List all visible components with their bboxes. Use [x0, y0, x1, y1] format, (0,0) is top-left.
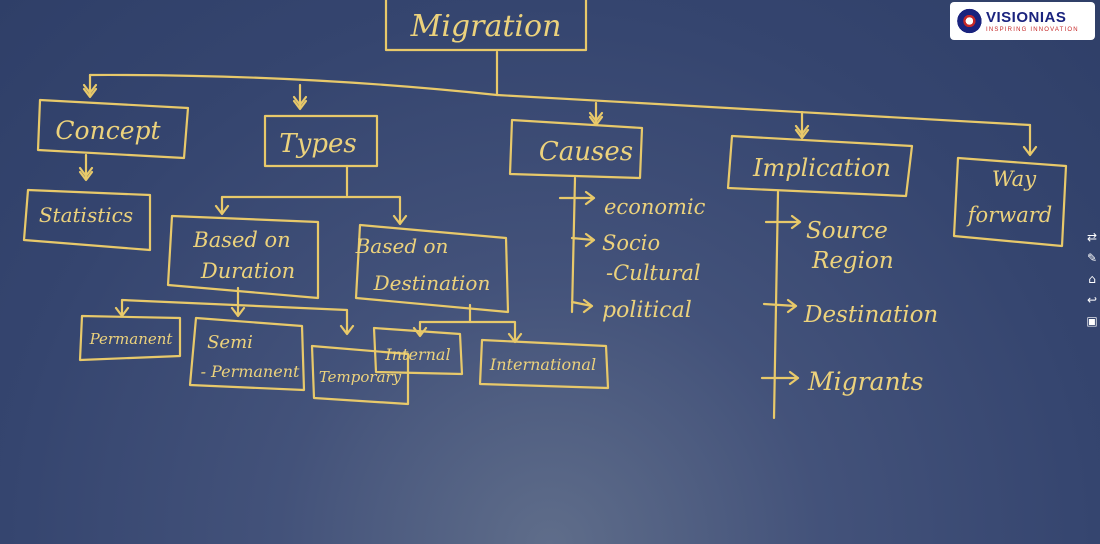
- screen-icon[interactable]: ▣: [1086, 314, 1098, 328]
- eye-logo-icon: [954, 8, 982, 34]
- brand-tagline: INSPIRING INNOVATION: [986, 26, 1079, 33]
- node-way-forward-line2: forward: [966, 203, 1052, 227]
- node-box-permanent: [78, 314, 182, 362]
- node-way-forward-line1: Way: [992, 167, 1037, 191]
- logo-text: VISIONIAS INSPIRING INNOVATION: [986, 10, 1079, 33]
- node-migration: Migration: [410, 9, 562, 44]
- node-based-on-duration-line1: Based on: [192, 228, 290, 252]
- node-semi-permanent-line1: Semi: [207, 332, 253, 353]
- connector-destination: [412, 303, 523, 344]
- connector-types: [214, 164, 408, 226]
- node-international: International: [489, 355, 596, 374]
- node-box-migration: [384, 0, 588, 52]
- node-types: Types: [279, 129, 356, 159]
- node-internal: Internal: [384, 345, 450, 364]
- pen-icon[interactable]: ✎: [1086, 251, 1098, 265]
- node-box-semi-permanent: [188, 316, 306, 392]
- arrow-to-causes: [588, 101, 604, 127]
- node-statistics: Statistics: [39, 203, 133, 227]
- node-causes: Causes: [539, 137, 633, 167]
- link-icon[interactable]: ⇄: [1086, 230, 1098, 244]
- node-based-on-destination-line2: Destination: [373, 271, 491, 295]
- connector-implication: [760, 190, 802, 420]
- node-box-statistics: [22, 188, 152, 252]
- node-implication: Implication: [752, 154, 891, 182]
- node-box-concept: [36, 98, 190, 160]
- implication-destination: Destination: [803, 302, 938, 328]
- node-box-internal: [372, 326, 464, 376]
- node-box-international: [478, 338, 610, 390]
- brand-name: VISIONIAS: [986, 8, 1067, 26]
- arrow-to-way-forward: [1022, 123, 1038, 157]
- home-icon[interactable]: ⌂: [1088, 272, 1096, 286]
- connector-right-bar: [495, 93, 1032, 127]
- arrow-to-types: [292, 83, 308, 111]
- back-icon[interactable]: ↩: [1086, 293, 1098, 307]
- cause-economic: economic: [604, 195, 706, 219]
- node-box-based-on-duration: [166, 214, 320, 300]
- node-box-types: [263, 114, 379, 168]
- node-box-implication: [726, 134, 914, 198]
- node-based-on-destination-line1: Based on: [355, 234, 449, 258]
- connector-left-bar: [88, 73, 499, 97]
- cause-political: political: [602, 298, 692, 323]
- implication-migrants: Migrants: [807, 367, 923, 396]
- arrow-to-statistics: [78, 153, 94, 182]
- node-box-causes: [508, 118, 644, 180]
- implication-source-region-line2: Region: [811, 248, 894, 274]
- vision-ias-logo: VISIONIAS INSPIRING INNOVATION: [950, 2, 1095, 40]
- node-concept: Concept: [55, 116, 161, 145]
- cause-socio-cultural-line1: Socio: [602, 231, 660, 255]
- node-permanent: Permanent: [89, 330, 174, 348]
- cause-socio-cultural-line2: -Cultural: [606, 261, 701, 285]
- node-based-on-duration-line2: Duration: [200, 259, 295, 283]
- node-temporary: Temporary: [319, 368, 402, 386]
- connector-causes: [558, 176, 596, 314]
- node-semi-permanent-line2: - Permanent: [201, 362, 300, 381]
- node-box-based-on-destination: [354, 223, 510, 314]
- node-box-way-forward: [952, 156, 1068, 248]
- implication-source-region-line1: Source: [806, 218, 888, 244]
- side-toolbar: ⇄ ✎ ⌂ ↩ ▣: [1084, 230, 1100, 328]
- arrow-to-implication: [794, 110, 810, 140]
- arrow-to-concept: [82, 73, 98, 99]
